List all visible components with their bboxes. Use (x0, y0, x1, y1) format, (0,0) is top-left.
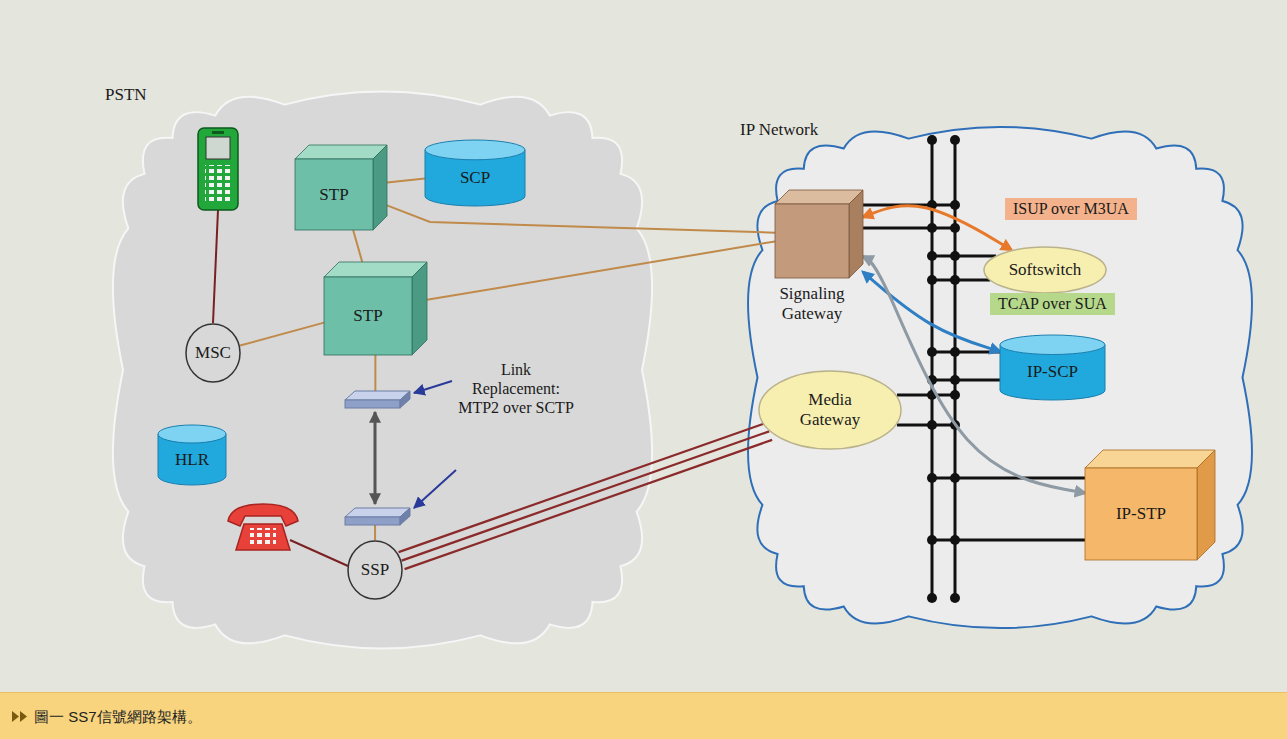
network-cloud: STP SCP STP MSC HLR SSP PSTN (105, 85, 660, 655)
database-cylinder: IP-SCP (1000, 335, 1105, 400)
callout-label: Link Replacement: MTP2 over SCTP (455, 360, 577, 418)
softswitch-ellipse: Softswitch (983, 246, 1107, 294)
database-cylinder: HLR (158, 425, 226, 485)
node-label: SSP (361, 560, 389, 580)
node-label: HLR (175, 450, 209, 470)
node-label: Softswitch (1009, 260, 1082, 280)
protocol-label: ISUP over M3UA (1005, 198, 1137, 220)
network-cloud: Signaling GatewaySoftswitchIP-SCPMedia G… (740, 120, 1260, 635)
gateway-cube: Signaling Gateway (775, 190, 863, 278)
caption-bar: 圖一 SS7信號網路架構。 (0, 692, 1287, 739)
gateway-ellipse: Media Gateway (758, 370, 902, 450)
node-label: IP-STP (1116, 504, 1166, 524)
node-label: Signaling Gateway (767, 284, 857, 323)
switch-ellipse: SSP (347, 540, 403, 600)
link-slab (345, 391, 410, 408)
node-label: SCP (460, 168, 490, 188)
node-label: STP (319, 185, 348, 205)
database-cylinder: SCP (425, 140, 525, 206)
line-gap (366, 406, 384, 514)
stp-cube: STP (295, 145, 387, 230)
node-label: IP Network (740, 120, 818, 140)
stp-cube: IP-STP (1085, 450, 1215, 560)
node-label: PSTN (105, 85, 147, 105)
node-label: MSC (195, 343, 231, 363)
node-label: STP (353, 306, 382, 326)
link-double-arrow (374, 412, 377, 504)
figure-caption: 圖一 SS7信號網路架構。 (34, 693, 1287, 739)
caption-bullet (8, 693, 38, 739)
gateway-cube-shape (775, 190, 863, 278)
protocol-label: TCAP over SUA (990, 293, 1115, 315)
link-slab (345, 508, 410, 525)
node-label: Media Gateway (794, 390, 866, 429)
stp-cube: STP (324, 262, 427, 355)
switch-ellipse: MSC (185, 323, 241, 383)
node-label: IP-SCP (1027, 363, 1078, 383)
